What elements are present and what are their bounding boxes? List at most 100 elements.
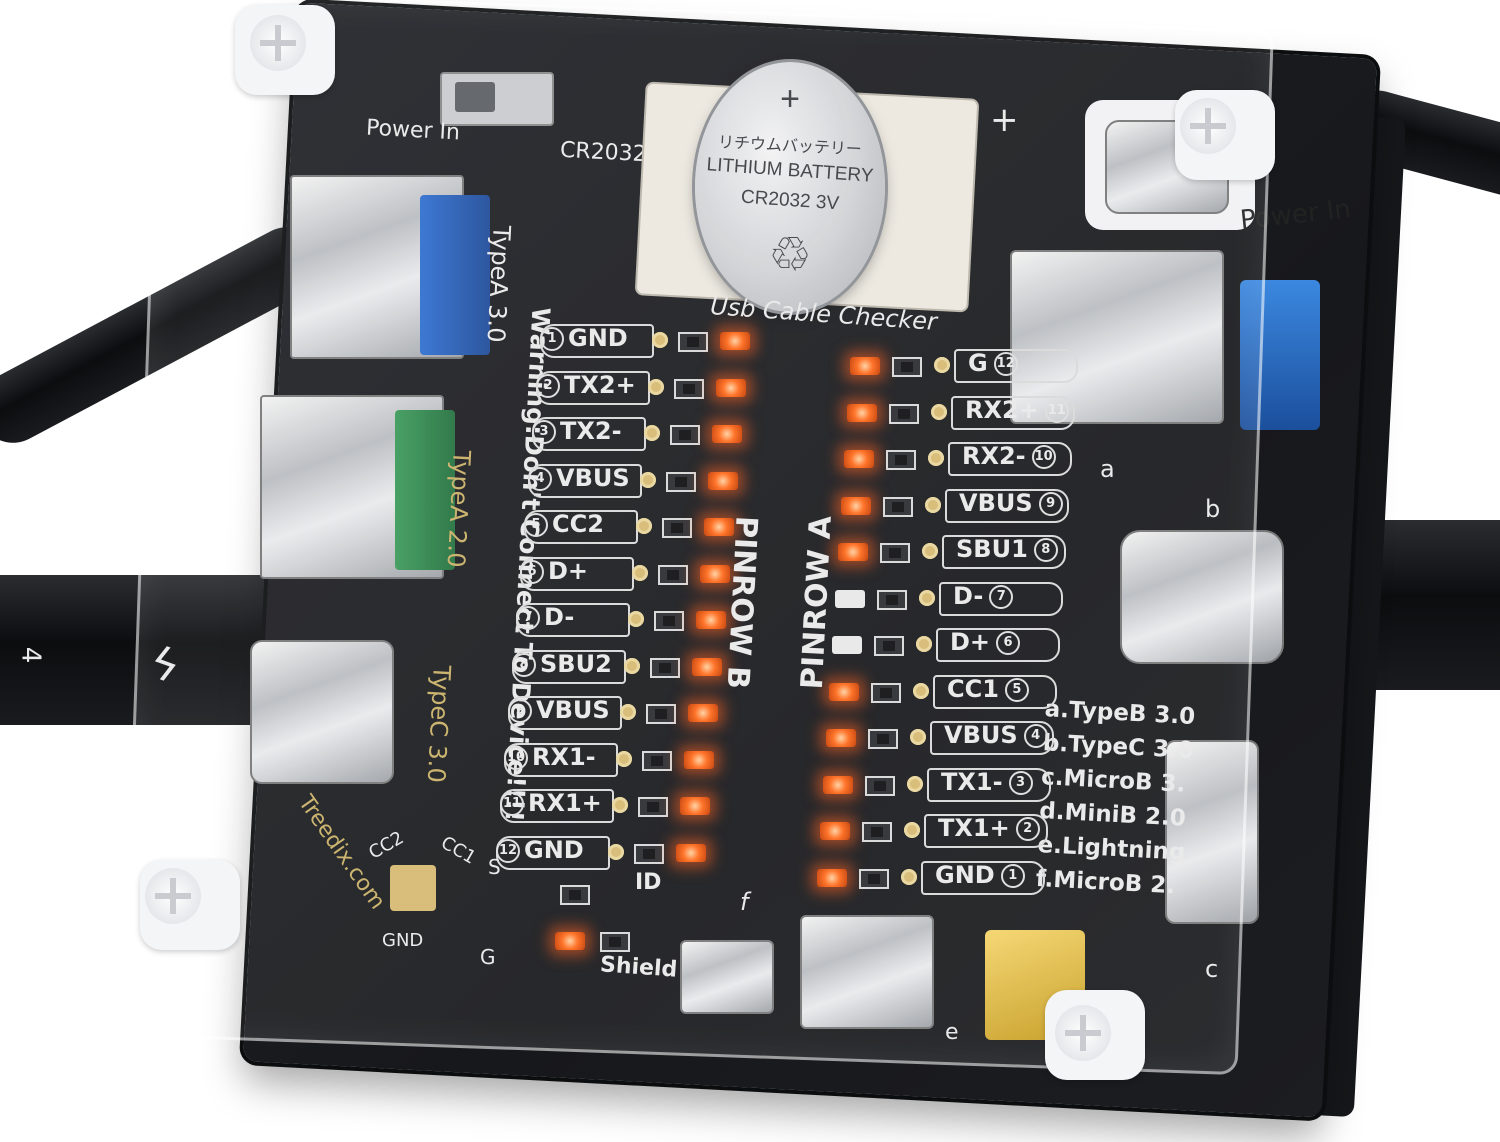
pin-b-pad [648, 378, 664, 395]
pin-b-name: D+ [548, 556, 589, 585]
pin-b-name: D- [544, 603, 575, 631]
pin-b-resistor [670, 425, 700, 445]
cr2032-battery: + リチウムバッテリー LITHIUM BATTERY CR2032 3V ♲ [695, 62, 885, 312]
pin-b-pad [640, 471, 656, 488]
pin-b-pad [644, 425, 660, 441]
pin-a-name: G [968, 349, 988, 377]
screw-br-icon [1055, 1005, 1111, 1061]
pin-a-label: TX1-3 [941, 768, 1037, 796]
battery-plus: + [780, 80, 800, 118]
id-resistor [560, 885, 590, 905]
pin-b-number: 3 [532, 420, 556, 444]
pin-a-number: 8 [1033, 538, 1058, 562]
pin-a-outline [927, 767, 1051, 802]
pin-a-resistor [880, 543, 910, 563]
screw-bl-icon [145, 868, 201, 924]
pin-a-name: TX1+ [938, 814, 1010, 842]
typec-30-left-port [250, 640, 394, 784]
pin-b-led [692, 657, 722, 676]
pin-a-outline [954, 349, 1078, 383]
lightning-port [800, 915, 934, 1029]
pin-b-resistor [654, 611, 684, 631]
pin-a-name: D+ [950, 628, 991, 656]
pin-a-led [850, 357, 880, 375]
pin-b-pad [624, 657, 640, 674]
pin-a-label: TX1+2 [938, 814, 1044, 842]
pin-b-pad [616, 750, 632, 767]
typea-30-blue-insert [420, 195, 490, 355]
pin-b-name: RX1+ [528, 789, 602, 817]
pin-a-number: 7 [989, 584, 1014, 609]
pin-a-outline [939, 581, 1063, 616]
pin-a-outline [933, 674, 1057, 709]
pin-a-label: D-7 [953, 582, 1017, 610]
left-thunderbolt-cable [0, 575, 280, 725]
cable-label-4: 4 [15, 646, 46, 664]
pin-a-pad [925, 496, 941, 513]
pin-a-number: 3 [1008, 770, 1033, 795]
pin-b-resistor [650, 657, 680, 678]
pin-b-number: 2 [536, 373, 560, 398]
pin-b-resistor [634, 843, 664, 864]
pin-b-resistor [674, 378, 704, 399]
pin-a-outline [945, 488, 1069, 523]
pin-b-led [688, 704, 718, 722]
pin-a-outline [930, 721, 1054, 755]
pin-a-led [829, 682, 859, 701]
pin-a-pad [919, 589, 935, 606]
pin-b-resistor [662, 518, 692, 538]
pin-b-number: 6 [520, 559, 544, 584]
pin-a-outline [951, 395, 1075, 430]
pin-b-pad [628, 611, 644, 627]
g-label: G [480, 945, 496, 969]
pin-a-name: SBU1 [956, 535, 1028, 563]
pin-a-number: 12 [993, 352, 1018, 376]
pin-b-led [696, 611, 726, 629]
pin-b-name: GND [524, 835, 584, 864]
pin-b-name: VBUS [536, 696, 610, 724]
pin-a-name: RX2- [962, 442, 1026, 470]
pin-a-name: D- [953, 581, 984, 610]
pin-b-number: 5 [524, 513, 548, 537]
pin-a-resistor [868, 729, 898, 749]
pin-a-pad [922, 543, 938, 559]
pin-a-pad [934, 357, 950, 373]
pin-b-number: 11 [500, 792, 524, 816]
pin-b-led [720, 332, 750, 350]
port-label-f: f [740, 888, 749, 916]
pin-a-number: 10 [1031, 445, 1056, 469]
microb-30-port [1165, 740, 1259, 924]
pin-a-led [838, 543, 868, 561]
pin-a-pad [901, 868, 917, 885]
pin-a-number: 4 [1023, 724, 1048, 748]
port-label-e: e [945, 1020, 959, 1045]
port-label-a: a [1100, 455, 1115, 483]
pin-a-outline [948, 442, 1072, 476]
pin-a-led [820, 822, 850, 840]
s-label: S [488, 855, 501, 879]
id-label: ID [635, 870, 662, 895]
power-switch-knob[interactable] [455, 82, 495, 112]
pin-b-led [712, 425, 742, 443]
gnd-bottom-label: GND [382, 930, 424, 951]
typea-20-green-insert [395, 410, 455, 570]
pin-b-pad [636, 518, 652, 534]
pin-b-number: 8 [512, 652, 536, 677]
pin-a-led [841, 496, 871, 515]
pin-a-resistor [883, 496, 913, 517]
pin-b-name: TX2+ [564, 370, 636, 399]
pin-a-name: VBUS [944, 721, 1018, 749]
pin-b-pad [612, 797, 628, 813]
pin-b-resistor [638, 797, 668, 817]
pin-a-number: 9 [1038, 491, 1063, 516]
